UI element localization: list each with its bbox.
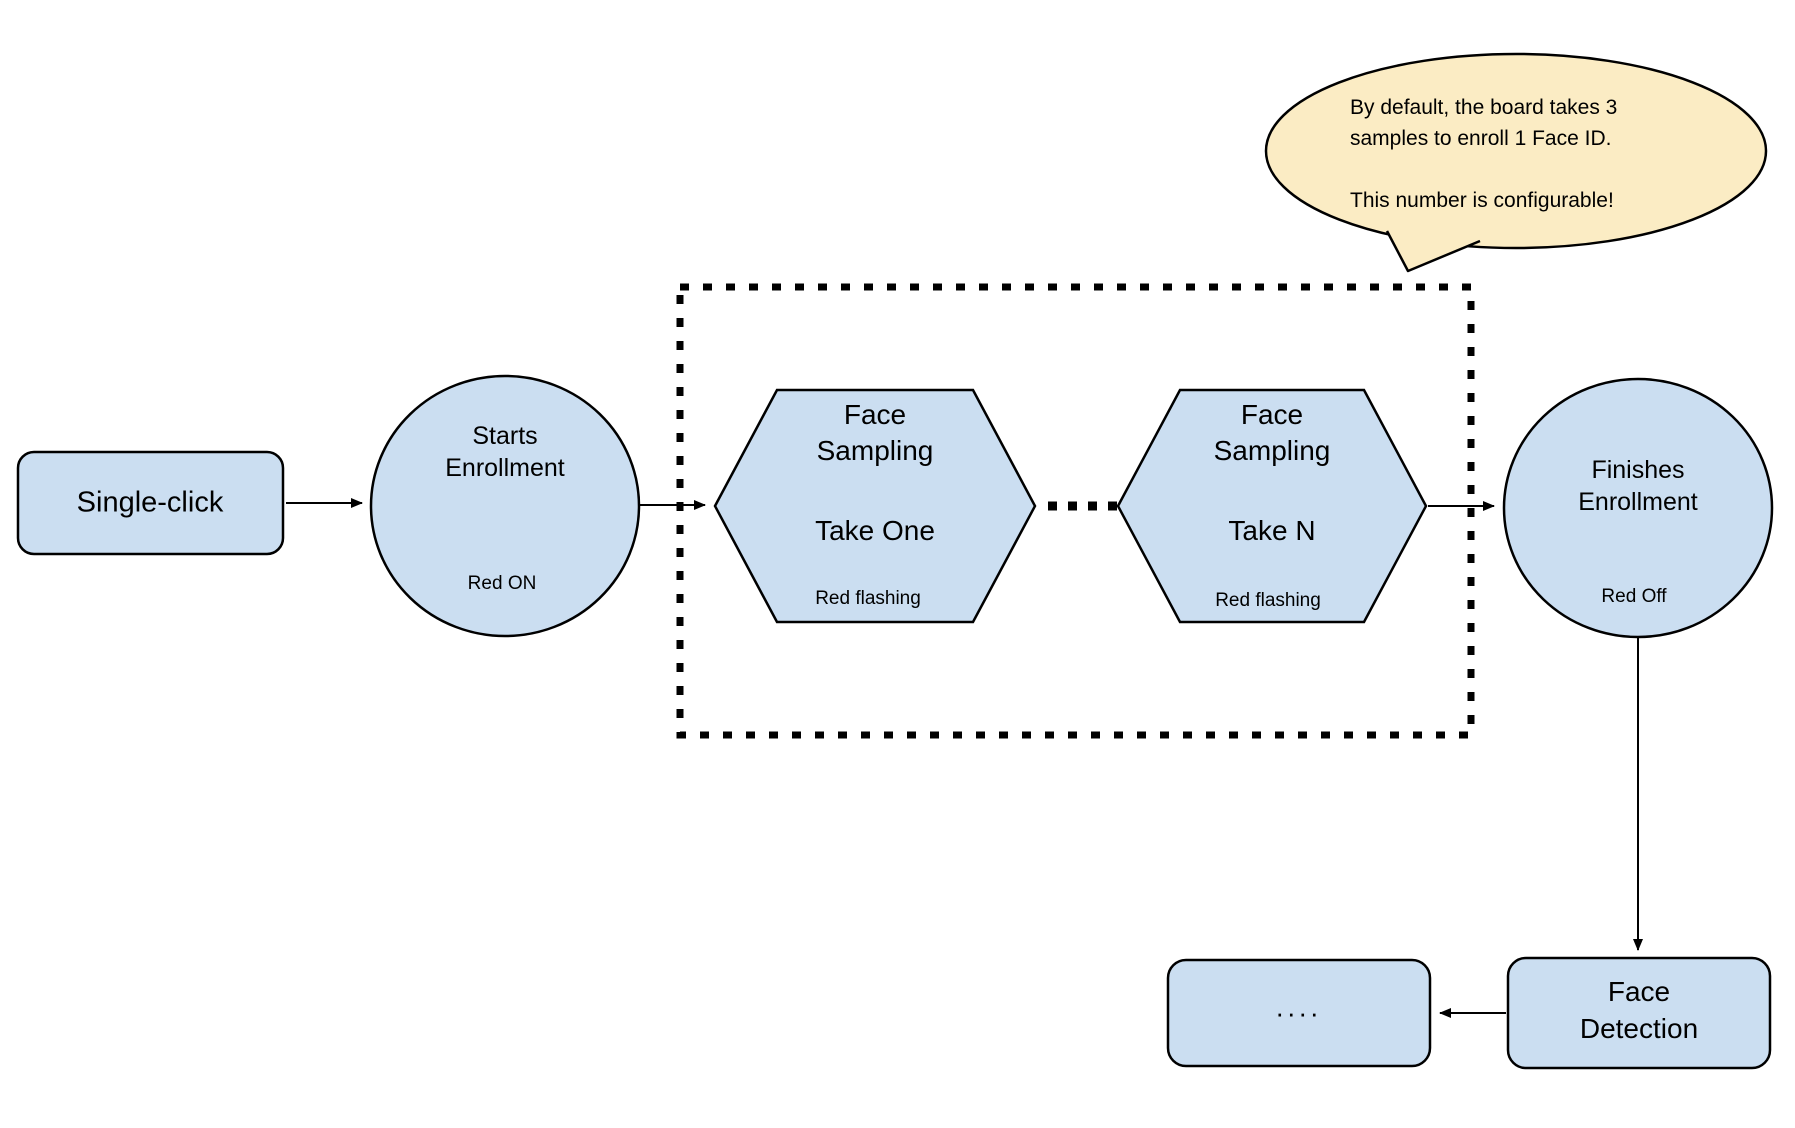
single-click-node (16, 450, 285, 556)
face-sampling-one-line2: Sampling (816, 435, 934, 466)
face-sampling-n-status: Red flashing (1215, 589, 1321, 611)
sampling-group-dotted-border (676, 283, 1475, 739)
face-sampling-one-line1: Face (843, 399, 907, 431)
continuation-node (1166, 958, 1432, 1068)
face-detection-line2: Detection (1579, 1013, 1699, 1044)
single-click-label: Single-click (76, 486, 224, 519)
starts-enrollment-label: Starts Enrollment (445, 420, 565, 484)
callout-line-1: By default, the board takes 3 (1350, 96, 1618, 119)
callout-line-spacer (1350, 154, 1710, 185)
face-sampling-n-line1: Face (1240, 399, 1304, 431)
starts-enrollment-line2: Enrollment (445, 454, 565, 482)
face-detection-line1: Face (1607, 976, 1671, 1008)
face-sampling-n-take: Take N (1228, 515, 1316, 547)
finishes-enrollment-line2: Enrollment (1578, 488, 1698, 516)
starts-enrollment-line1: Starts (472, 422, 538, 450)
callout-bubble (1264, 52, 1768, 250)
callout-tail (1385, 230, 1481, 273)
face-sampling-n-node (1116, 388, 1428, 624)
callout-line-3: This number is configurable! (1350, 189, 1614, 212)
face-sampling-one-status: Red flashing (815, 587, 921, 609)
callout-text: By default, the board takes 3 samples to… (1350, 92, 1710, 216)
face-detection-label: Face Detection (1580, 974, 1698, 1048)
face-detection-node (1506, 956, 1772, 1070)
finishes-enrollment-status: Red Off (1601, 585, 1667, 607)
callout-line-2: samples to enroll 1 Face ID. (1350, 127, 1612, 150)
face-sampling-n-line2: Sampling (1213, 435, 1331, 466)
finishes-enrollment-node (1502, 377, 1774, 639)
face-sampling-one-take: Take One (815, 515, 935, 547)
finishes-enrollment-label: Finishes Enrollment (1578, 454, 1698, 518)
finishes-enrollment-line1: Finishes (1591, 456, 1685, 484)
continuation-label: .... (1275, 992, 1323, 1023)
starts-enrollment-node (369, 374, 641, 638)
face-sampling-one-title: Face Sampling (817, 397, 934, 469)
face-sampling-n-title: Face Sampling (1214, 397, 1331, 469)
face-sampling-one-node (713, 388, 1037, 624)
starts-enrollment-status: Red ON (467, 572, 537, 594)
